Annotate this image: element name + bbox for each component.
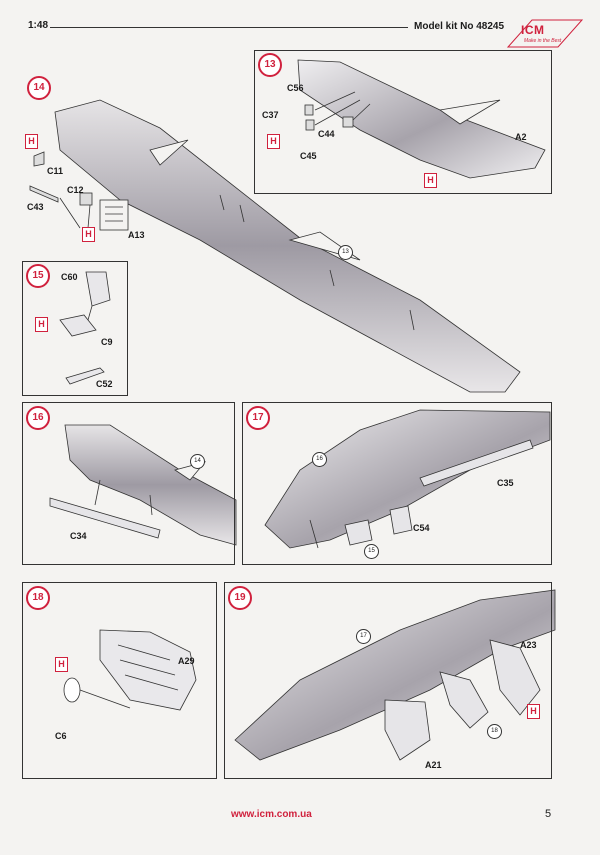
brand-tagline: Make in the Best bbox=[524, 38, 562, 44]
part-label: C56 bbox=[287, 83, 304, 93]
step16-frame bbox=[22, 402, 235, 565]
fuselage-half-step13 bbox=[297, 59, 546, 179]
step-ref-circle: 16 bbox=[312, 452, 327, 467]
part-label: A21 bbox=[425, 760, 442, 770]
part-label: C11 bbox=[47, 166, 64, 176]
part-label: A13 bbox=[128, 230, 145, 240]
step-ref-circle: 15 bbox=[364, 544, 379, 559]
step-number-13: 13 bbox=[258, 53, 282, 77]
part-label: C9 bbox=[101, 337, 113, 347]
step-number-17: 17 bbox=[246, 406, 270, 430]
bulkhead-step18 bbox=[63, 629, 197, 711]
part-label: C6 bbox=[55, 731, 67, 741]
part-label: A2 bbox=[515, 132, 527, 142]
h-hint-badge: H bbox=[35, 317, 48, 332]
step18-frame bbox=[22, 582, 217, 779]
fuselage-half-step14 bbox=[29, 99, 521, 393]
brand-logo: ICM bbox=[521, 23, 545, 37]
step-ref-circle: 18 bbox=[487, 724, 502, 739]
part-label: C54 bbox=[413, 523, 430, 533]
step-ref-circle: 17 bbox=[356, 629, 371, 644]
h-hint-badge: H bbox=[82, 227, 95, 242]
header-rule bbox=[50, 27, 408, 28]
step-number-14: 14 bbox=[27, 76, 51, 100]
h-hint-badge: H bbox=[424, 173, 437, 188]
h-hint-badge: H bbox=[25, 134, 38, 149]
h-hint-badge: H bbox=[267, 134, 280, 149]
part-label: C34 bbox=[70, 531, 87, 541]
kit-number: Model kit No 48245 bbox=[414, 21, 505, 32]
step19-frame bbox=[224, 582, 552, 779]
step-number-16: 16 bbox=[26, 406, 50, 430]
step15-frame bbox=[22, 261, 128, 396]
part-label: C52 bbox=[96, 379, 113, 389]
website-link[interactable]: www.icm.com.ua bbox=[231, 809, 312, 820]
part-label: C43 bbox=[27, 202, 44, 212]
step-number-19: 19 bbox=[228, 586, 252, 610]
part-label: A29 bbox=[178, 656, 195, 666]
step-ref-circle: 14 bbox=[190, 454, 205, 469]
seat-assembly-step15 bbox=[59, 271, 111, 385]
fuselage-half-step19 bbox=[234, 589, 556, 761]
part-label: C35 bbox=[497, 478, 514, 488]
part-label: C60 bbox=[61, 272, 78, 282]
part-label: C44 bbox=[318, 129, 335, 139]
page-number: 5 bbox=[545, 808, 552, 820]
part-label: C37 bbox=[262, 110, 279, 120]
fuselage-half-step17 bbox=[264, 409, 551, 549]
part-label: C45 bbox=[300, 151, 317, 161]
h-hint-badge: H bbox=[527, 704, 540, 719]
step-number-18: 18 bbox=[26, 586, 50, 610]
h-hint-badge: H bbox=[55, 657, 68, 672]
part-label: A23 bbox=[520, 640, 537, 650]
step17-frame bbox=[242, 402, 552, 565]
step13-frame bbox=[254, 50, 552, 194]
step-number-15: 15 bbox=[26, 264, 50, 288]
scale-label: 1:48 bbox=[28, 20, 49, 31]
part-label: C12 bbox=[67, 185, 84, 195]
step-ref-circle: 13 bbox=[338, 245, 353, 260]
